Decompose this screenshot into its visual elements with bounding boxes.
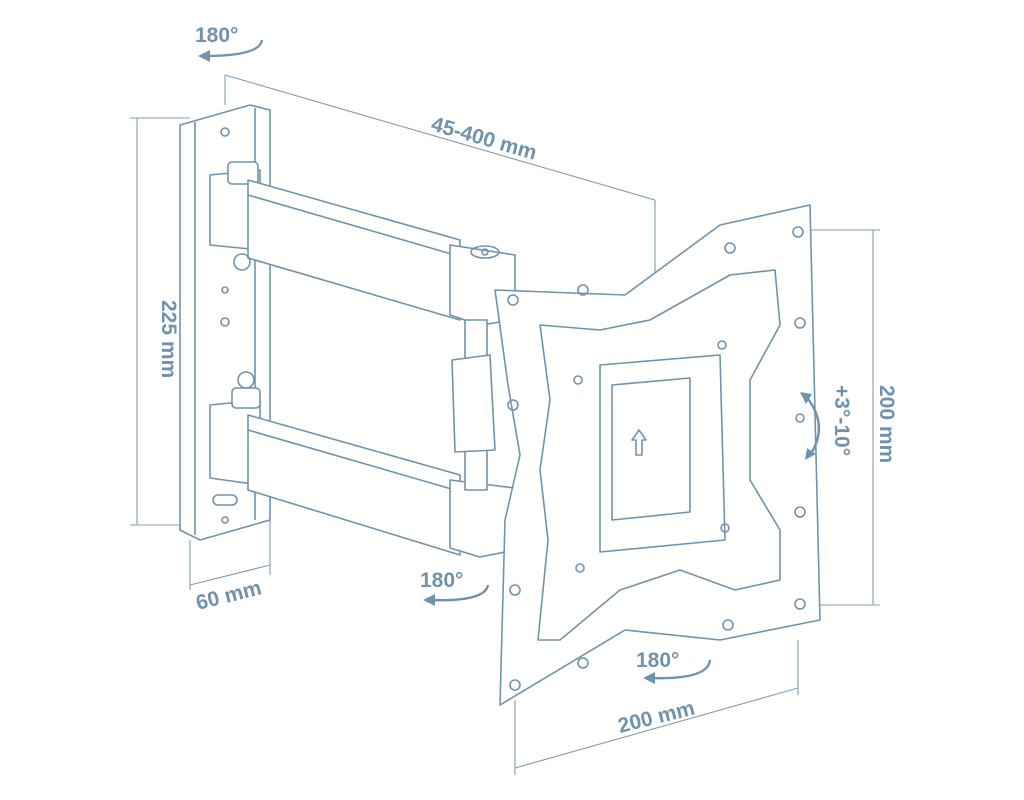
arm-rotation-label: 180° bbox=[420, 569, 463, 592]
tv-plate bbox=[494, 204, 821, 706]
wall-rotation-label: 180° bbox=[195, 24, 238, 47]
tilt-range-label: +3°-10° bbox=[830, 385, 853, 456]
wall-plate-depth-label: 60 mm bbox=[194, 576, 264, 614]
vesa-width-label: 200 mm bbox=[616, 697, 697, 738]
pivot-column bbox=[451, 319, 496, 491]
rotation-arrows bbox=[198, 39, 821, 684]
mounting-holes bbox=[507, 226, 806, 691]
dimension-lines bbox=[130, 74, 880, 775]
vesa-height-label: 200 mm bbox=[875, 385, 898, 463]
wall-plate-height-label: 225 mm bbox=[157, 300, 180, 378]
arm-extension-label: 45-400 mm bbox=[429, 113, 540, 165]
tv-plate-rotation-label: 180° bbox=[636, 649, 679, 672]
lower-arm bbox=[209, 371, 516, 558]
